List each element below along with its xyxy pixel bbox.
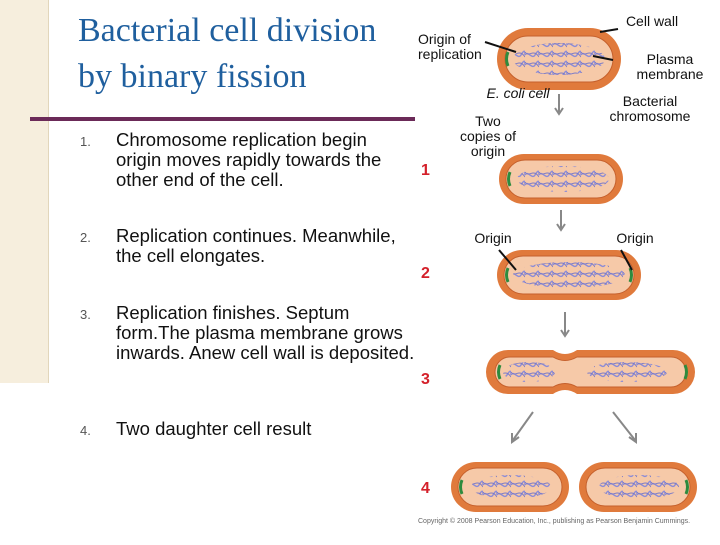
step-number: 1. <box>80 134 91 149</box>
binary-fission-figure: Origin of replication Cell wall Plasma m… <box>413 0 720 540</box>
origin-right-pointer <box>620 249 633 271</box>
title-line-1: Bacterial cell division <box>78 12 377 49</box>
origin-left-pointer <box>498 249 517 271</box>
step-text: Replication finishes. Septum form.The pl… <box>116 302 415 363</box>
daughter-cell-left <box>451 462 569 512</box>
left-decor-bar <box>0 0 49 383</box>
origin-mark <box>507 171 512 187</box>
step-text: Two daughter cell result <box>116 418 312 439</box>
cell-stage-1 <box>499 154 623 204</box>
label-cell-wall: Cell wall <box>625 13 679 29</box>
origin-mark <box>497 364 502 380</box>
step-number: 3. <box>80 307 91 322</box>
origin-mark <box>459 479 464 495</box>
label-plasma-membrane: Plasma membrane <box>636 51 704 82</box>
left-decor-bar-lower <box>0 383 48 540</box>
arrow-3-left <box>512 411 534 441</box>
stage-number-2: 2 <box>421 265 430 282</box>
title-rule <box>30 117 415 121</box>
chromosome-mass <box>513 43 605 75</box>
copyright-note: Copyright © 2008 Pearson Education, Inc.… <box>418 518 691 525</box>
label-bacterial-chromosome: Bacterial chromosome <box>609 93 691 124</box>
arrow-3-right <box>612 411 636 441</box>
label-origin-left: Origin <box>474 230 512 246</box>
slide-title: Bacterial cell division by binary fissio… <box>78 8 408 100</box>
step-number: 4. <box>80 423 91 438</box>
stage-number-1: 1 <box>421 162 430 179</box>
origin-mark <box>683 364 688 380</box>
daughter-cell-right <box>579 462 697 512</box>
step-text: Chromosome replication begin origin move… <box>116 129 382 190</box>
label-origin-right: Origin <box>616 230 654 246</box>
cell-stage-2 <box>497 250 641 300</box>
origin-mark <box>505 51 510 67</box>
step-number: 2. <box>80 230 91 245</box>
origin-mark <box>505 267 510 283</box>
step-text: Replication continues. Meanwhile, the ce… <box>116 225 396 266</box>
label-origin-of-replication: Origin of replication <box>418 31 482 62</box>
title-line-2: by binary fission <box>78 58 307 95</box>
cell-initial <box>497 28 621 90</box>
membrane-pointer <box>592 55 614 61</box>
label-two-copies-of-origin: Two copies of origin <box>459 113 517 159</box>
cell-stage-3 <box>486 350 695 394</box>
fission-diagram <box>451 28 697 512</box>
label-ecoli-cell: E. coli cell <box>486 85 550 101</box>
origin-pointer <box>484 41 517 53</box>
origin-mark <box>684 479 689 495</box>
stage-number-3: 3 <box>421 371 430 388</box>
cell-wall-pointer <box>599 28 619 33</box>
stage-number-4: 4 <box>421 480 430 497</box>
